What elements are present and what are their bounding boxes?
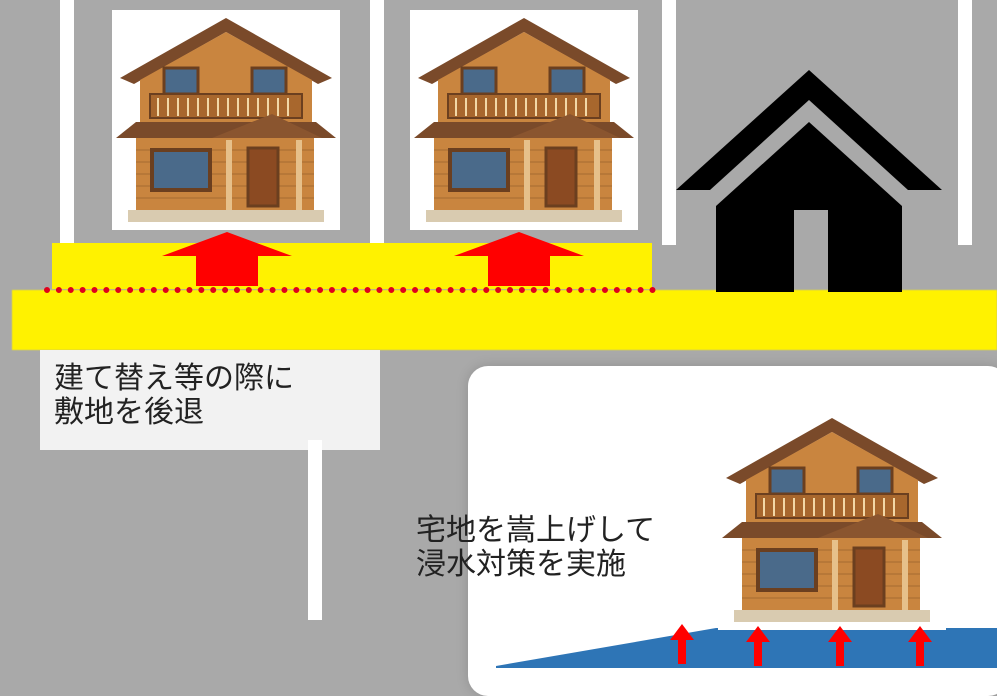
up-arrow-icon — [908, 626, 932, 666]
raise-caption-line1: 宅地を嵩上げして — [416, 513, 656, 548]
setback-caption: 建て替え等の際に 敷地を後退 — [54, 362, 294, 430]
label-background — [40, 350, 380, 450]
setback-line — [44, 287, 656, 293]
house-illustration — [718, 410, 946, 630]
up-arrow-icon — [162, 232, 292, 286]
raise-caption-line2: 浸水対策を実施 — [416, 547, 626, 582]
raise-caption: 宅地を嵩上げして 浸水対策を実施 — [416, 514, 655, 582]
street-lane — [370, 0, 384, 245]
street-lane — [662, 0, 676, 245]
street-lane — [60, 0, 74, 245]
street-lane — [958, 0, 972, 245]
up-arrow-icon — [454, 232, 584, 286]
up-arrow-icon — [828, 626, 852, 666]
setback-caption-line2: 敷地を後退 — [54, 395, 204, 430]
raised-ground — [496, 628, 997, 668]
setback-caption-line1: 建て替え等の際に — [54, 361, 294, 396]
road-band — [12, 290, 997, 350]
up-arrow-icon — [670, 624, 694, 664]
house-illustration — [112, 10, 340, 230]
house-silhouette-icon — [676, 70, 942, 292]
street-lane — [308, 440, 322, 620]
house-illustration — [410, 10, 638, 230]
up-arrow-icon — [746, 626, 770, 666]
